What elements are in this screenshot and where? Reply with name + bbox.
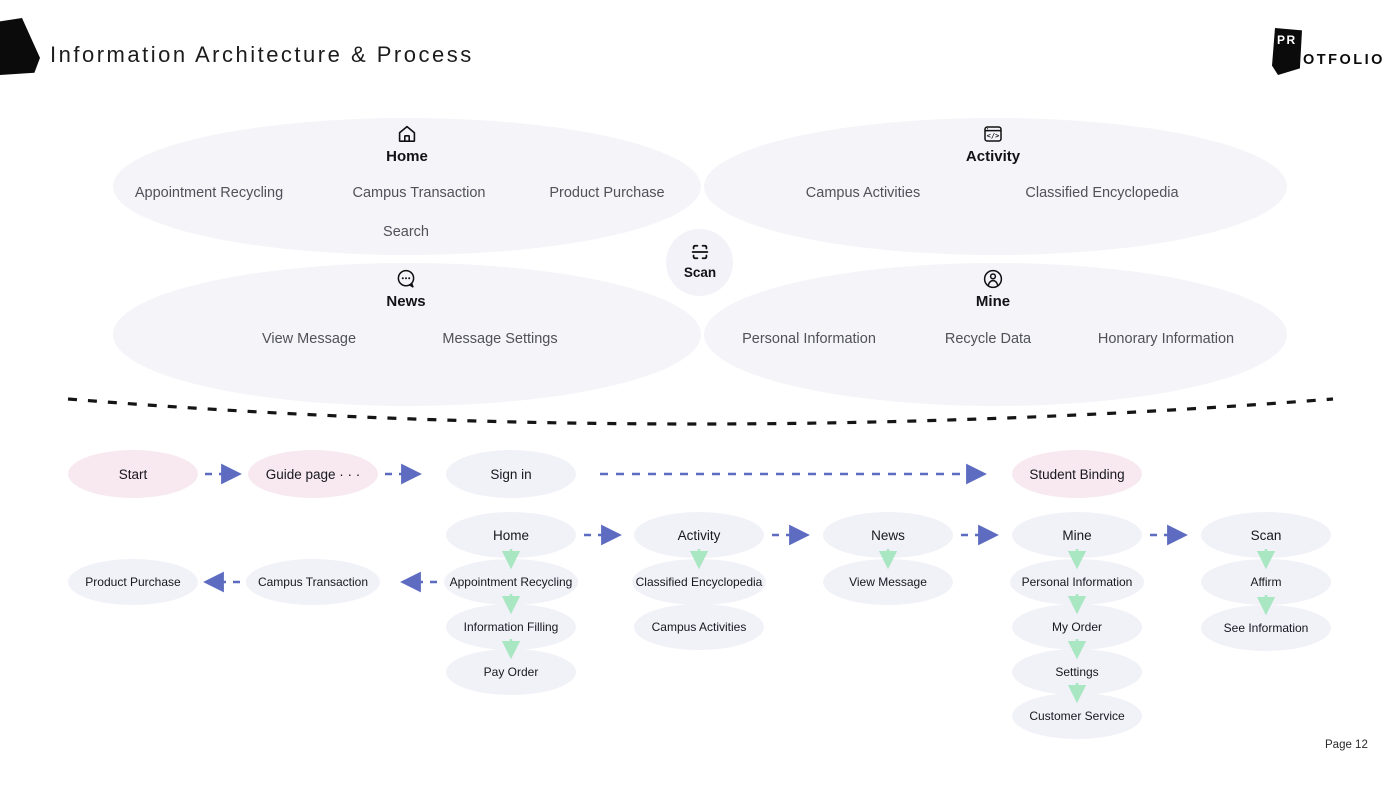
- map-item: Product Purchase: [549, 185, 665, 201]
- map-item: Recycle Data: [944, 331, 1032, 347]
- flow-node-news: News: [823, 512, 953, 558]
- section-circle-scan: [666, 229, 733, 296]
- portfolio-logo-text: OTFOLIO: [1303, 52, 1385, 68]
- flow-node-see-information: See Information: [1201, 605, 1331, 651]
- section-label-scan: Scan: [683, 265, 717, 280]
- flow-node-mine: Mine: [1012, 512, 1142, 558]
- portfolio-logo-pr: PR: [1277, 33, 1297, 47]
- section-label-mine: Mine: [975, 293, 1011, 310]
- section-ellipse-news: [113, 263, 701, 406]
- home-icon: [395, 122, 419, 146]
- flow-node-activity: Activity: [634, 512, 764, 558]
- scan-icon: [689, 241, 711, 263]
- svg-text:</>: </>: [987, 132, 1000, 140]
- flow-node-personal-information: Personal Information: [1010, 559, 1144, 605]
- section-label-activity: Activity: [965, 148, 1021, 165]
- map-item: Campus Transaction: [352, 185, 486, 201]
- flow-node-settings: Settings: [1012, 649, 1142, 695]
- flow-node-customer-service: Customer Service: [1012, 693, 1142, 739]
- map-item: Message Settings: [442, 331, 558, 347]
- flow-node-scan: Scan: [1201, 512, 1331, 558]
- map-item: Personal Information: [742, 331, 876, 347]
- flow-node-campus-activities: Campus Activities: [634, 604, 764, 650]
- flow-node-classified-encyclopedia: Classified Encyclopedia: [632, 559, 766, 605]
- news-icon: [394, 267, 418, 291]
- section-label-home: Home: [386, 148, 428, 165]
- flow-node-pay-order: Pay Order: [446, 649, 576, 695]
- section-label-news: News: [386, 293, 426, 310]
- map-item: View Message: [261, 331, 357, 347]
- flow-node-sign-in: Sign in: [446, 450, 576, 498]
- activity-icon: </>: [981, 122, 1005, 146]
- portfolio-logo-shape: [1272, 28, 1302, 75]
- dashed-divider-line: [67, 397, 1334, 426]
- flow-node-product-purchase: Product Purchase: [68, 559, 198, 605]
- map-item: Appointment Recycling: [134, 185, 284, 201]
- flow-node-home: Home: [446, 512, 576, 558]
- flow-node-view-message: View Message: [823, 559, 953, 605]
- flow-node-affirm: Affirm: [1201, 559, 1331, 605]
- flow-node-start: Start: [68, 450, 198, 498]
- flow-node-information-filling: Information Filling: [446, 604, 576, 650]
- page-title: Information Architecture & Process: [50, 42, 474, 67]
- map-item: Search: [383, 224, 429, 240]
- page-number: Page 12: [1325, 739, 1368, 751]
- map-item: Classified Encyclopedia: [1025, 185, 1179, 201]
- map-item: Honorary Information: [1097, 331, 1235, 347]
- corner-logo-shape: [0, 18, 40, 75]
- mine-icon: [981, 267, 1005, 291]
- map-item: Campus Activities: [805, 185, 921, 201]
- flow-node-appointment-recycling: Appointment Recycling: [444, 559, 578, 605]
- flow-node-campus-transaction: Campus Transaction: [246, 559, 380, 605]
- flow-node-student-binding: Student Binding: [1012, 450, 1142, 498]
- flow-node-my-order: My Order: [1012, 604, 1142, 650]
- flow-node-guide-page: Guide page · · ·: [248, 450, 378, 498]
